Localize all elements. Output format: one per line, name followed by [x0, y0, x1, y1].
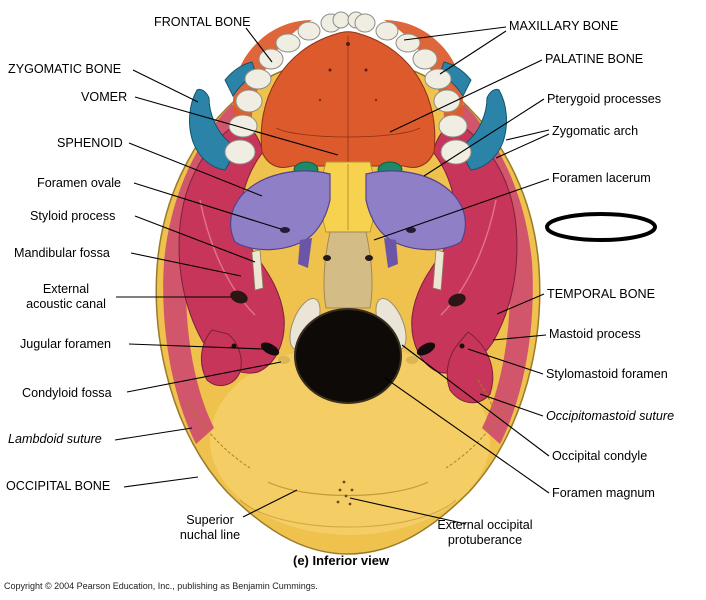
label-foramen-ovale: Foramen ovale: [37, 176, 121, 190]
copyright-text: Copyright © 2004 Pearson Education, Inc.…: [4, 581, 318, 591]
label-pterygoid-processes: Pterygoid processes: [547, 92, 662, 106]
label-external-occipital-protuberance: External occipital protuberance: [437, 518, 533, 547]
label-mastoid-process: Mastoid process: [549, 327, 641, 341]
label-frontal-bone: FRONTAL BONE: [154, 15, 251, 29]
label-external-acoustic-canal: External acoustic canal: [26, 282, 106, 311]
label-foramen-magnum: Foramen magnum: [552, 486, 655, 500]
external-acoustic-canal-right: [448, 293, 466, 307]
annotation-oval: [545, 212, 657, 242]
label-styloid-process: Styloid process: [30, 209, 116, 223]
occipital-details: [185, 379, 511, 528]
leader-lines: [114, 26, 550, 525]
label-palatine-bone: PALATINE BONE: [545, 52, 644, 66]
stylomastoid-foramen-left: [231, 343, 237, 349]
foramen-magnum: [294, 308, 402, 404]
label-mandibular-fossa: Mandibular fossa: [14, 246, 110, 260]
parietal-rim-left: [163, 104, 246, 444]
label-vomer: VOMER: [81, 90, 128, 104]
label-condyloid-fossa: Condyloid fossa: [22, 386, 112, 400]
foramen-lacerum-right: [365, 255, 373, 261]
styloid-process-left: [251, 249, 264, 291]
foramen-ovale-left: [280, 227, 290, 233]
label-zygomatic-arch: Zygomatic arch: [552, 124, 639, 138]
label-temporal-bone: TEMPORAL BONE: [547, 287, 655, 301]
label-occipital-bone: OCCIPITAL BONE: [6, 479, 111, 493]
superior-nuchal-line-curve: [267, 481, 429, 497]
label-lambdoid-suture: Lambdoid suture: [8, 432, 102, 446]
external-acoustic-canal-left: [230, 290, 248, 304]
label-occipitomastoid-suture: Occipitomastoid suture: [546, 409, 675, 423]
jugular-foramen-left: [260, 342, 280, 356]
figure-caption: (e) Inferior view: [293, 553, 390, 568]
foramen-lacerum-left: [323, 255, 331, 261]
stylomastoid-foramen-right: [459, 343, 465, 349]
label-stylomastoid-foramen: Stylomastoid foramen: [546, 367, 668, 381]
occipital-highlight: [210, 345, 490, 535]
condyloid-fossa-right: [406, 356, 418, 364]
label-jugular-foramen: Jugular foramen: [20, 337, 112, 351]
pterygoid-process-right: [384, 238, 398, 268]
label-foramen-lacerum: Foramen lacerum: [552, 171, 651, 185]
label-occipital-condyle: Occipital condyle: [552, 449, 648, 463]
parietal-rim-right: [450, 104, 533, 444]
jugular-foramen-right: [416, 342, 436, 356]
label-zygomatic-bone: ZYGOMATIC BONE: [8, 62, 122, 76]
label-maxillary-bone: MAXILLARY BONE: [509, 19, 619, 33]
styloid-process-right: [432, 249, 445, 291]
condyloid-fossa-left: [278, 356, 290, 364]
label-sphenoid: SPHENOID: [57, 136, 123, 150]
basilar-part: [323, 231, 373, 309]
pterygoid-process-left: [298, 238, 312, 268]
sphenoid-bone: [229, 170, 467, 268]
label-superior-nuchal-line: Superior nuchal line: [179, 513, 241, 542]
